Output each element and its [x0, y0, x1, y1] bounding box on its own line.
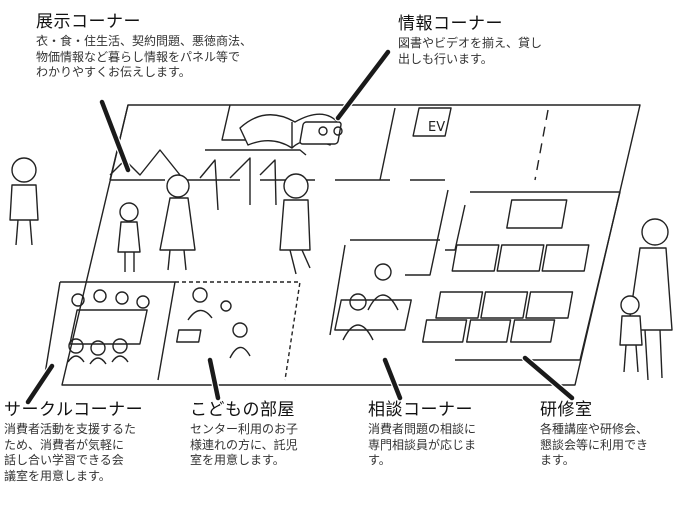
elevator-label: EV [428, 120, 445, 135]
pointer-kids [210, 360, 218, 398]
corner-training-desc: 各種講座や研修会、 懇談会等に利用でき ます。 [540, 422, 649, 467]
floor-outline [61, 104, 641, 386]
corner-consult: 相談コーナー 消費者問題の相談に 専門相談員が応じま す。 [368, 400, 528, 469]
kids-room [175, 282, 300, 380]
corner-exhibit-desc: 衣・食・住生活、契約問題、悪徳商法、 物価情報など暮らし情報をパネル等で わかり… [36, 34, 253, 79]
corner-exhibit-title: 展示コーナー [36, 12, 141, 32]
corner-circle-title: サークルコーナー [4, 400, 144, 420]
elevator-box [413, 108, 451, 136]
corner-circle-desc: 消費者活動を支援するた ため、消費者が気軽に 話し合い学習できる会 議室を用意し… [4, 422, 137, 483]
corner-info: 情報コーナー 図書やビデオを揃え、貸し 出しも行います。 [398, 14, 598, 67]
video-cassettes [300, 122, 342, 144]
kids-room-children [177, 288, 250, 358]
mother-child-figures [620, 219, 672, 380]
circle-room [60, 282, 175, 380]
exhibit-visitors [118, 175, 195, 272]
pointer-exhibit [102, 102, 128, 170]
boy-figure [10, 158, 38, 245]
corner-kids: こどもの部屋 センター利用のお子 様連れの方に、託児 室を用意します。 [190, 400, 350, 469]
corner-consult-desc: 消費者問題の相談に 専門相談員が応じま す。 [368, 422, 477, 467]
corner-kids-desc: センター利用のお子 様連れの方に、託児 室を用意します。 [190, 422, 299, 467]
center-partition [405, 190, 448, 275]
circle-room-people [68, 290, 149, 364]
corner-consult-title: 相談コーナー [368, 400, 473, 420]
circle-room-table [70, 310, 147, 344]
pointer-training [525, 358, 572, 398]
pointer-info [338, 52, 388, 118]
corner-kids-title: こどもの部屋 [190, 400, 295, 420]
pointer-circle [28, 366, 52, 402]
exhibit-panels [110, 150, 180, 175]
training-room-wall [455, 192, 620, 360]
corner-exhibit: 展示コーナー 衣・食・住生活、契約問題、悪徳商法、 物価情報など暮らし情報をパネ… [36, 12, 336, 81]
corner-info-title: 情報コーナー [398, 14, 503, 34]
corner-training: 研修室 各種講座や研修会、 懇談会等に利用でき ます。 [540, 400, 698, 469]
pointer-consult [385, 360, 400, 398]
walking-woman [280, 174, 310, 274]
training-chairs [423, 200, 589, 342]
corner-circle: サークルコーナー 消費者活動を支援するた ため、消費者が気軽に 話し合い学習でき… [4, 400, 184, 484]
corner-info-desc: 図書やビデオを揃え、貸し 出しも行います。 [398, 36, 543, 66]
consult-people [343, 264, 398, 340]
consult-table [335, 300, 411, 330]
corner-training-title: 研修室 [540, 400, 593, 420]
